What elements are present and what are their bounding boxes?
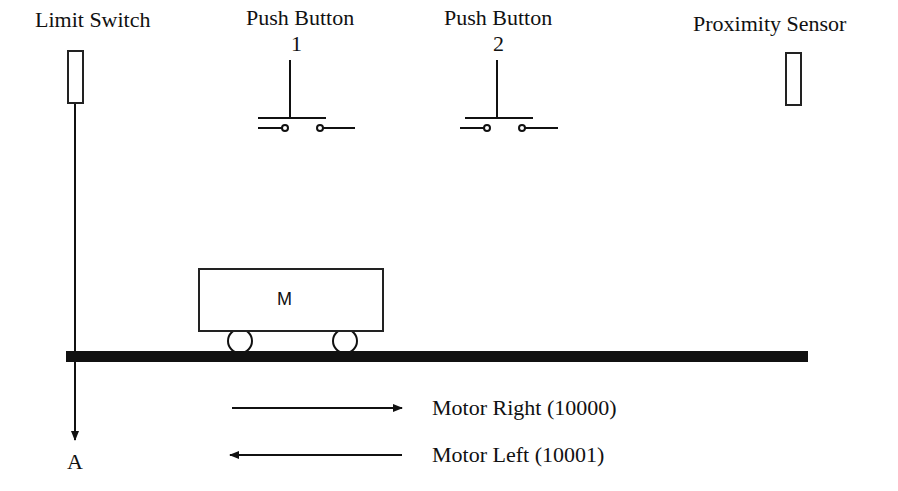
point-label: A <box>67 450 83 474</box>
device-label: Push Button <box>246 6 354 30</box>
motor-label: M <box>277 290 292 310</box>
wheel <box>333 329 357 353</box>
track <box>66 351 808 362</box>
device-label: Push Button <box>444 6 552 30</box>
wheel <box>228 329 252 353</box>
direction-arrow <box>230 454 402 456</box>
direction-label: Motor Right (10000) <box>432 396 617 420</box>
sensor-outline <box>785 52 802 106</box>
push-button-symbol <box>460 60 558 131</box>
callout-number: 2 <box>493 32 504 56</box>
limit-switch: Limit Switch <box>0 4 190 104</box>
cart: M <box>198 268 384 332</box>
proximity-sensor: Proximity Sensor <box>650 8 890 108</box>
push-button-symbol <box>258 60 355 131</box>
direction-label: Motor Left (10001) <box>432 443 604 467</box>
limit-line <box>74 102 76 440</box>
device-label: Limit Switch <box>35 8 151 32</box>
direction-arrow <box>232 407 402 409</box>
sensor-outline <box>67 50 84 104</box>
callout-number: 1 <box>291 32 302 56</box>
device-label: Proximity Sensor <box>693 12 846 36</box>
